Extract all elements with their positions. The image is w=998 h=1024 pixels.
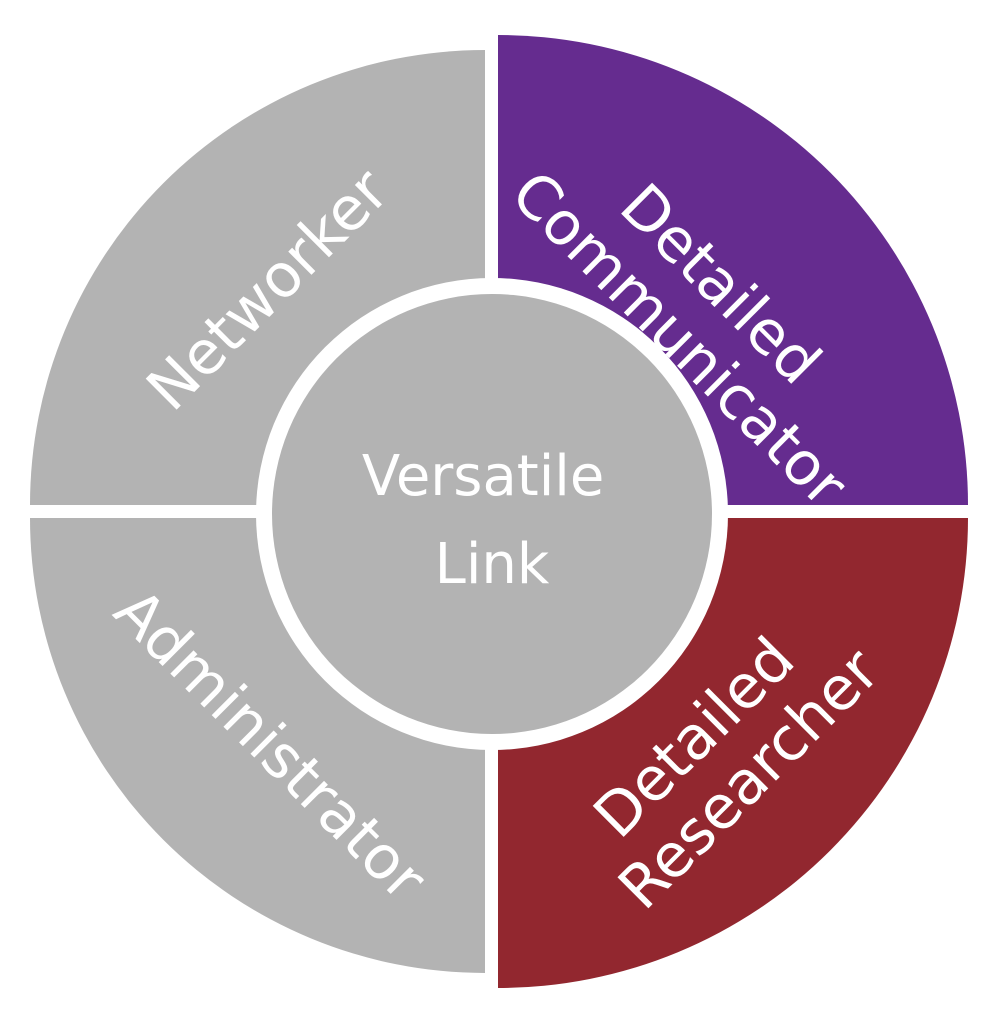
center-circle — [272, 294, 712, 734]
center-hub: Versatile Link — [256, 278, 728, 750]
center-label: Versatile Link — [362, 444, 622, 597]
